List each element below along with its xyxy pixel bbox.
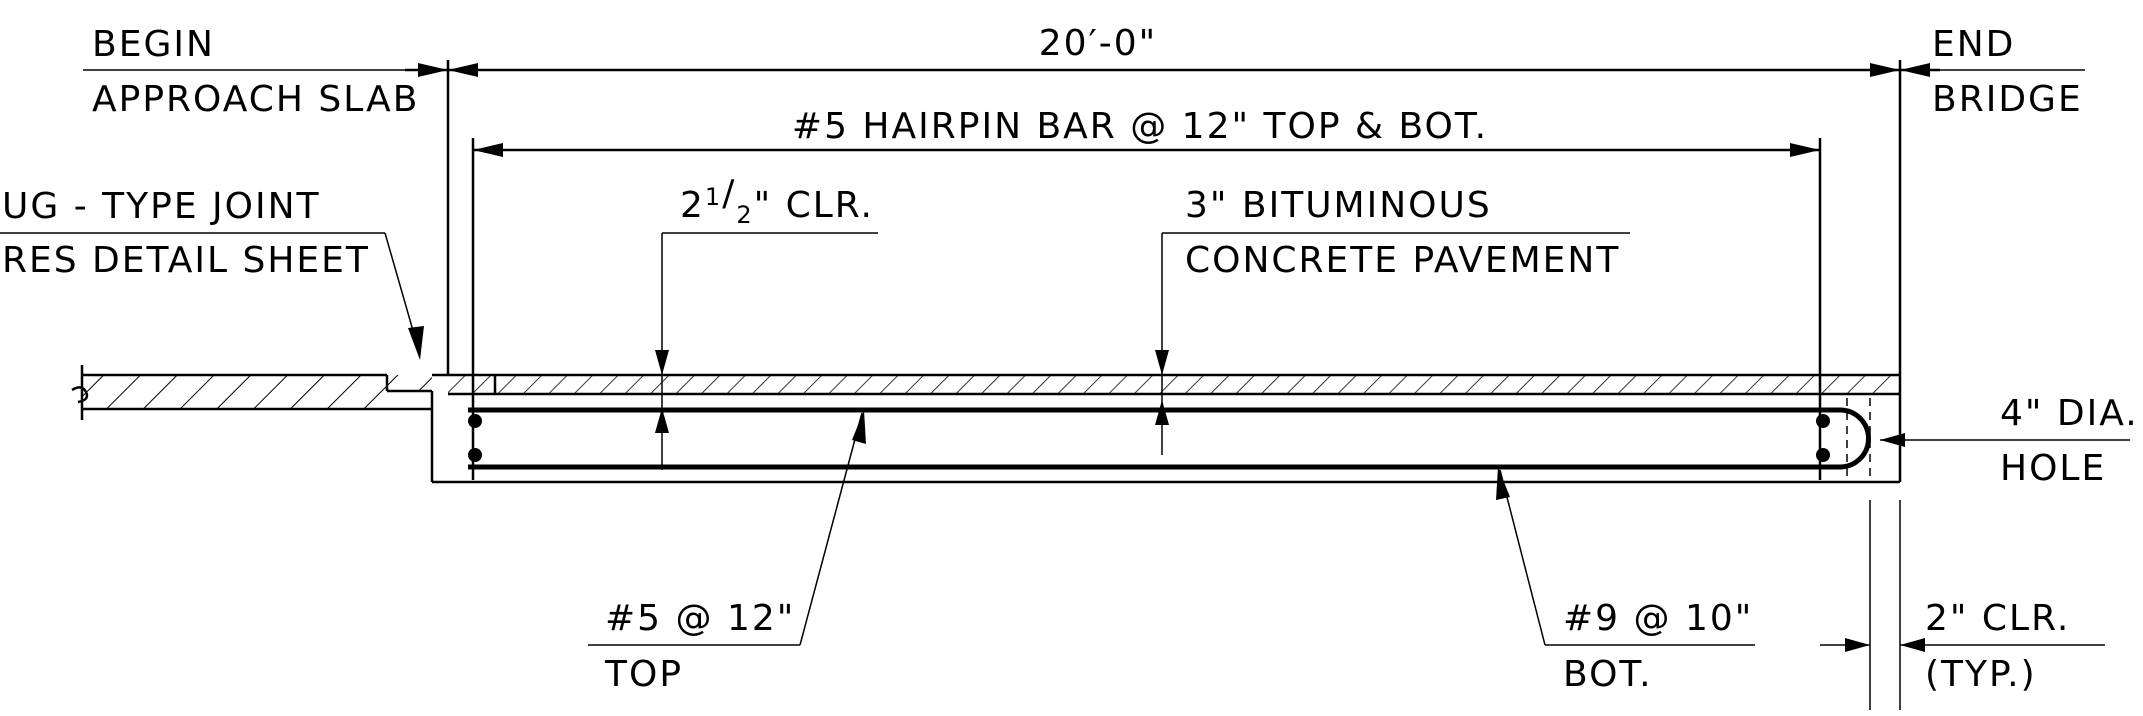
hole	[1846, 398, 2130, 478]
pavement-callout: 3" BITUMINOUS CONCRETE PAVEMENT	[1155, 185, 1630, 455]
svg-text:END: END	[1932, 24, 2015, 65]
bottom-bar-callout: #9 @ 10" BOT.	[1496, 467, 1755, 695]
svg-text:(TYP.): (TYP.)	[1925, 654, 2037, 695]
reinforcement	[468, 407, 1871, 470]
svg-text:BOT.: BOT.	[1563, 654, 1653, 695]
hole-label: 4" DIA. HOLE	[2000, 393, 2139, 489]
svg-text:#9 @ 10": #9 @ 10"	[1563, 598, 1753, 639]
svg-text:CONCRETE PAVEMENT: CONCRETE PAVEMENT	[1185, 240, 1620, 281]
arrowhead-right	[1870, 63, 1900, 77]
existing-pavement	[71, 365, 434, 482]
end-clearance-dimension: 2" CLR. (TYP.)	[1820, 500, 2105, 710]
svg-text:3" BITUMINOUS: 3" BITUMINOUS	[1185, 185, 1492, 226]
arrowhead-left	[448, 63, 478, 77]
length-dimension-text: 20′-0"	[1039, 23, 1157, 64]
svg-text:BEGIN: BEGIN	[92, 24, 215, 65]
approach-slab	[432, 373, 1902, 484]
svg-text:21/2" CLR.: 21/2" CLR.	[680, 173, 874, 229]
svg-text:APPROACH SLAB: APPROACH SLAB	[92, 79, 419, 120]
hairpin-bar-dimension: #5 HAIRPIN BAR @ 12" TOP & BOT.	[471, 106, 1822, 480]
svg-text:BRIDGE: BRIDGE	[1932, 79, 2083, 120]
top-bar-callout: #5 @ 12" TOP	[588, 410, 866, 695]
svg-text:RES DETAIL SHEET: RES DETAIL SHEET	[2, 240, 370, 281]
svg-text:UG - TYPE JOINT: UG - TYPE JOINT	[2, 186, 321, 227]
svg-text:HOLE: HOLE	[2000, 448, 2106, 489]
hairpin-hook	[1839, 407, 1871, 470]
begin-approach-slab-label: BEGIN APPROACH SLAB	[83, 24, 420, 120]
svg-text:TOP: TOP	[604, 654, 683, 695]
hairpin-bar-text: #5 HAIRPIN BAR @ 12" TOP & BOT.	[792, 106, 1488, 147]
svg-text:2" CLR.: 2" CLR.	[1925, 598, 2070, 639]
joint-callout: UG - TYPE JOINT RES DETAIL SHEET	[0, 186, 424, 360]
overall-length-dimension: 20′-0"	[405, 23, 1940, 77]
end-bridge-label: END BRIDGE	[1930, 24, 2085, 120]
clear-cover-callout: 21/2" CLR.	[655, 173, 878, 470]
svg-text:4" DIA.: 4" DIA.	[2000, 393, 2139, 434]
svg-text:#5 @ 12": #5 @ 12"	[605, 598, 795, 639]
